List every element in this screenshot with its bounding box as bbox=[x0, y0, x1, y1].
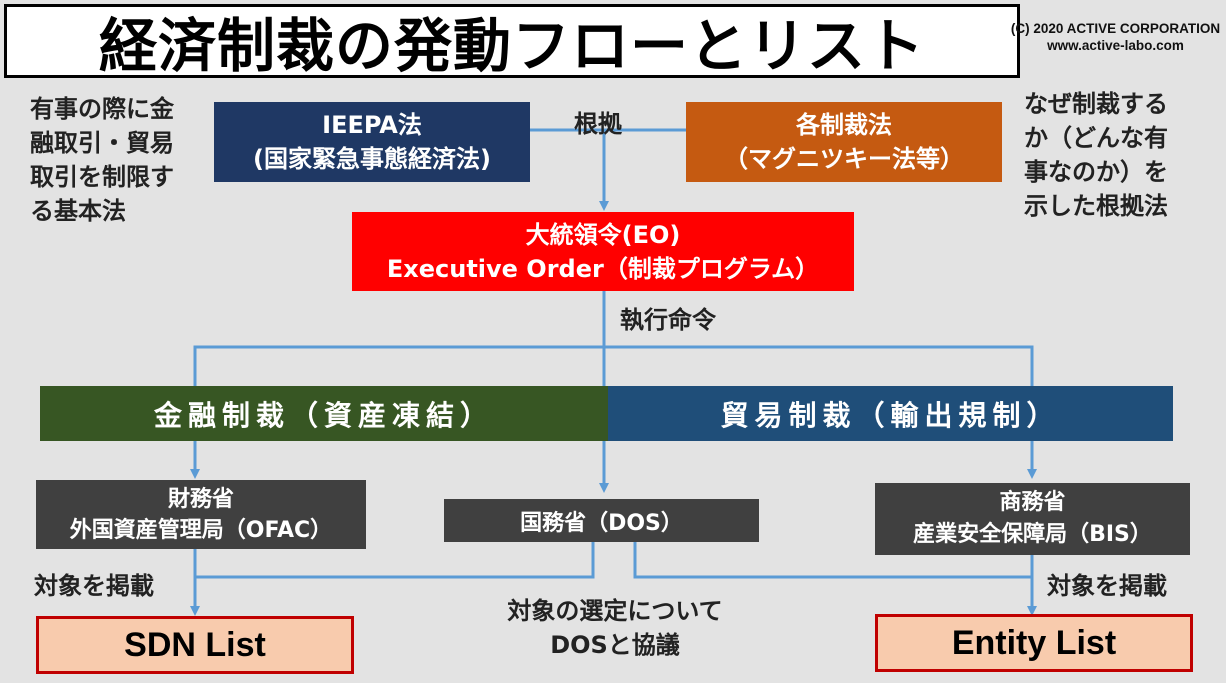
executive-order-box: 大統領令(EO) Executive Order（制裁プログラム） bbox=[352, 212, 854, 291]
bis-ministry: 商務省 bbox=[999, 490, 1066, 515]
sanction-laws-box: 各制裁法 （マグニツキー法等） bbox=[686, 102, 1002, 182]
ieepa-subtitle: (国家緊急事態経済法) bbox=[253, 145, 491, 173]
publish-label-left: 対象を掲載 bbox=[34, 572, 154, 600]
note-right-line: か（どんな有 bbox=[1024, 124, 1168, 152]
ofac-agency: 外国資産管理局（OFAC） bbox=[69, 517, 333, 543]
ofac-ministry: 財務省 bbox=[167, 486, 234, 512]
financial-sanctions-bar: 金融制裁（資産凍結） bbox=[40, 386, 608, 441]
ofac-box: 財務省 外国資産管理局（OFAC） bbox=[36, 480, 366, 549]
sanction-laws-subtitle: （マグニツキー法等） bbox=[724, 145, 964, 173]
sdn-list-box: SDN List bbox=[36, 616, 354, 674]
ieepa-box: IEEPA法 (国家緊急事態経済法) bbox=[214, 102, 530, 182]
note-right: なぜ制裁する か（どんな有 事なのか）を 示した根拠法 bbox=[1024, 87, 1168, 223]
consult-label-line: DOSと協議 bbox=[550, 631, 680, 659]
note-right-line: 示した根拠法 bbox=[1024, 192, 1168, 220]
copyright-line: (C) 2020 ACTIVE CORPORATION bbox=[1010, 21, 1221, 36]
copyright-notice: (C) 2020 ACTIVE CORPORATION www.active-l… bbox=[1008, 20, 1223, 54]
consult-label-line: 対象の選定について bbox=[507, 597, 723, 625]
basis-label: 根拠 bbox=[574, 110, 622, 138]
note-right-line: 事なのか）を bbox=[1024, 158, 1168, 186]
note-left-line: 取引を制限す bbox=[30, 163, 174, 191]
branch-line bbox=[193, 345, 1034, 386]
sdn-list-label: SDN List bbox=[124, 625, 266, 664]
trade-sanctions-bar: 貿易制裁（輸出規制） bbox=[608, 386, 1173, 441]
eo-subtitle: Executive Order（制裁プログラム） bbox=[386, 254, 820, 283]
note-left-line: る基本法 bbox=[30, 197, 126, 225]
note-right-line: なぜ制裁する bbox=[1024, 90, 1168, 118]
dos-box: 国務省（DOS） bbox=[444, 499, 759, 542]
publish-label-right: 対象を掲載 bbox=[1047, 572, 1167, 600]
entity-list-box: Entity List bbox=[875, 614, 1193, 672]
sanction-laws-title: 各制裁法 bbox=[796, 111, 892, 139]
website-url: www.active-labo.com bbox=[1047, 38, 1184, 53]
note-left: 有事の際に金 融取引・貿易 取引を制限す る基本法 bbox=[30, 92, 174, 228]
page-title: 経済制裁の発動フローとリスト bbox=[4, 4, 1020, 80]
bis-agency: 産業安全保障局（BIS） bbox=[913, 522, 1152, 547]
note-left-line: 有事の際に金 bbox=[30, 95, 174, 123]
financial-sanctions-label: 金融制裁（資産凍結） bbox=[153, 398, 494, 432]
eo-title: 大統領令(EO) bbox=[525, 220, 681, 249]
ieepa-title: IEEPA法 bbox=[322, 111, 422, 139]
dos-consult-left-line bbox=[195, 542, 595, 579]
consult-label: 対象の選定について DOSと協議 bbox=[470, 594, 760, 662]
note-left-line: 融取引・貿易 bbox=[30, 129, 174, 157]
trade-sanctions-label: 貿易制裁（輸出規制） bbox=[720, 398, 1061, 432]
entity-list-label: Entity List bbox=[951, 623, 1117, 662]
bis-box: 商務省 産業安全保障局（BIS） bbox=[875, 483, 1190, 555]
dos-label: 国務省（DOS） bbox=[520, 510, 683, 536]
execution-label: 執行命令 bbox=[620, 306, 716, 334]
dos-consult-right-line bbox=[633, 542, 1032, 579]
